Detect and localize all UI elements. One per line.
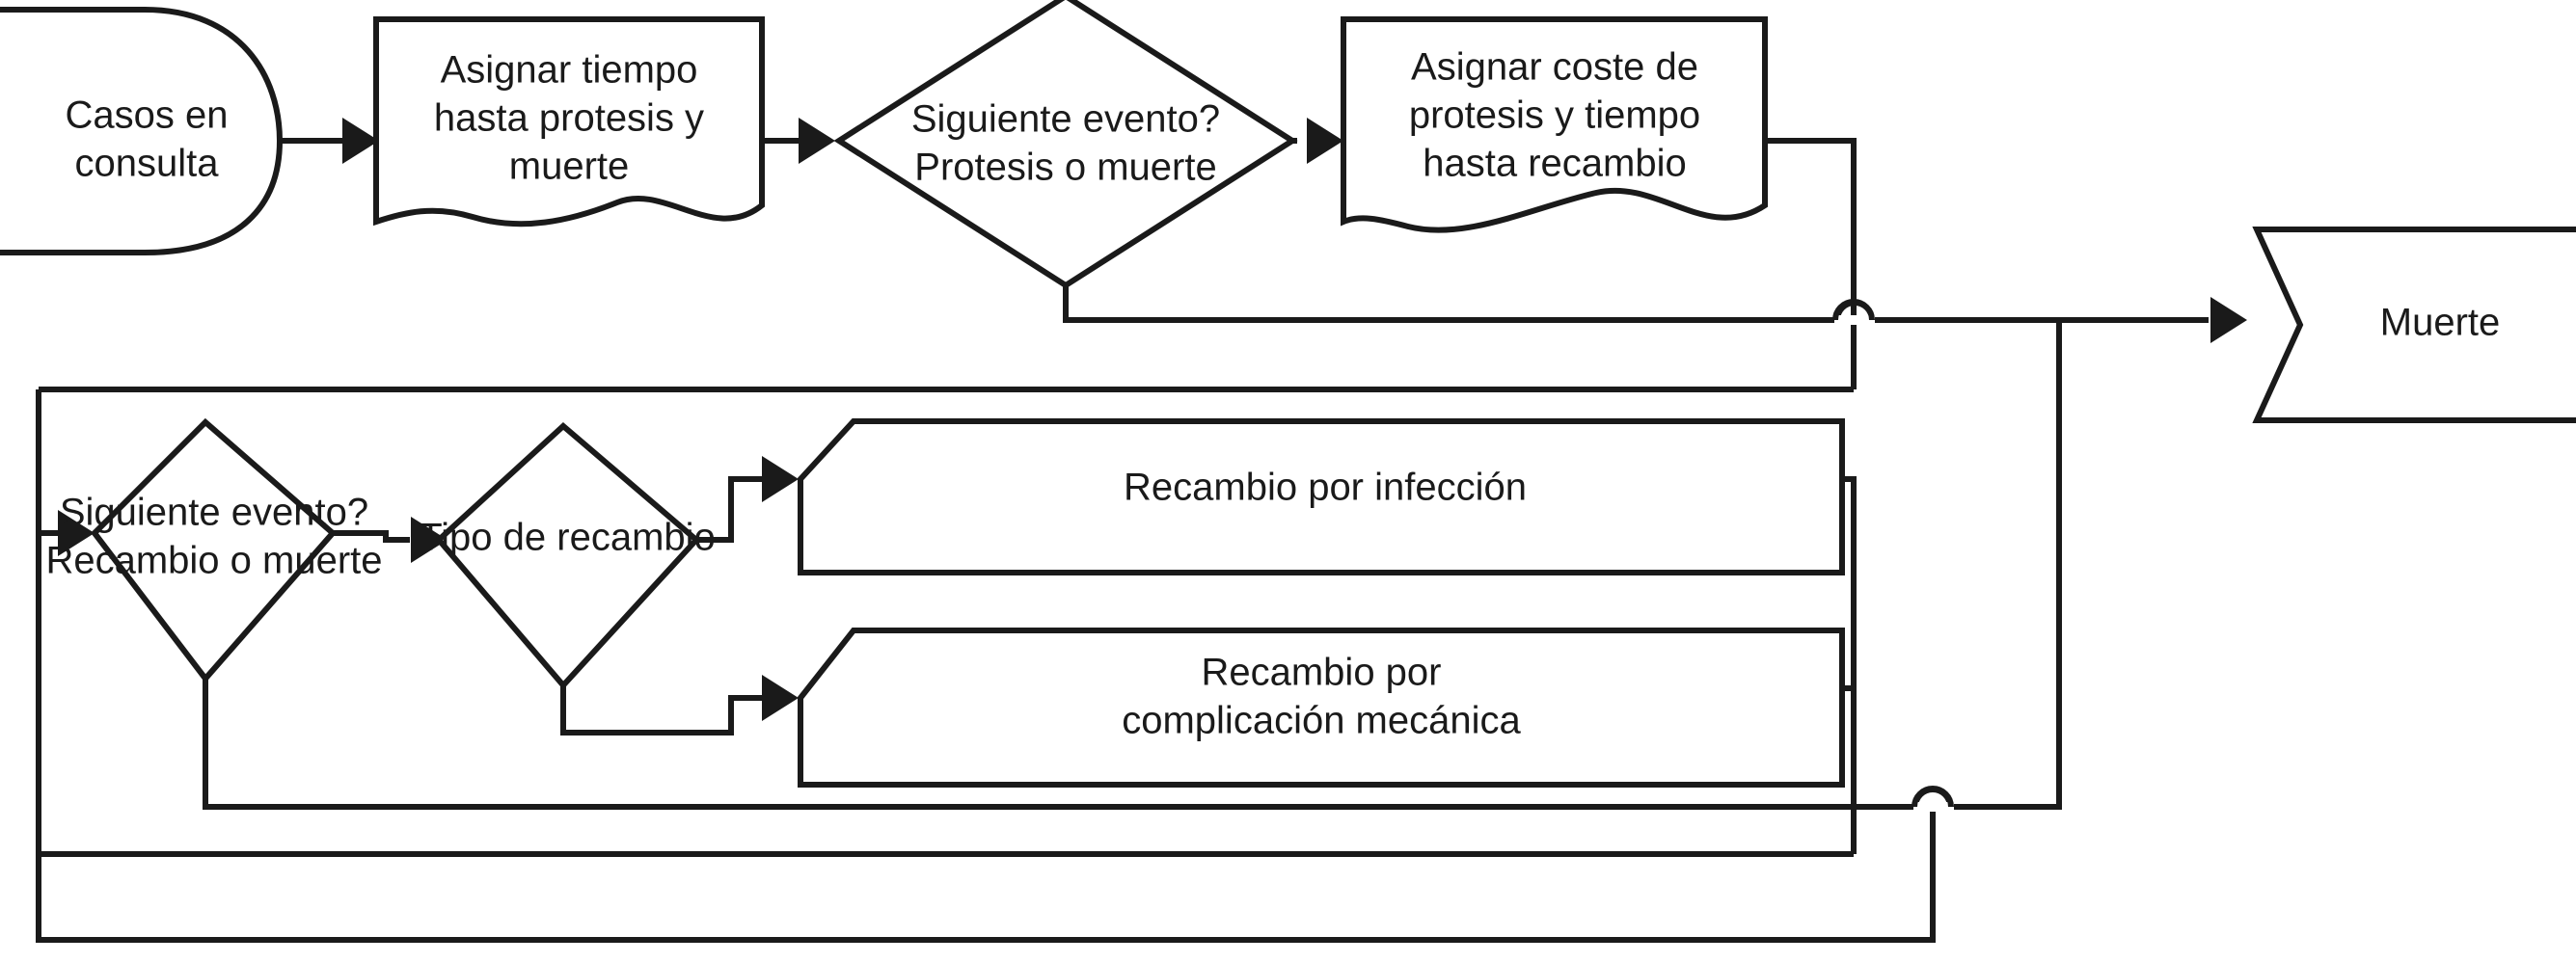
muerte-label: Muerte (2380, 302, 2501, 344)
node-tipo-de-recambio[interactable]: Tipo de recambio (419, 421, 716, 690)
asignar-tiempo-label-line-1: Asignar tiempo (441, 49, 698, 92)
edge-outer-bottom-loop (36, 807, 1936, 943)
arrowhead-e8 (762, 456, 799, 502)
edge-decision1-to-muerte (1063, 285, 1843, 323)
edge-asignar-coste-down (1765, 138, 1857, 389)
siguiente-evento-protesis-outline (833, 0, 1298, 289)
asignar-coste-label-line-1: Asignar coste de (1411, 46, 1698, 89)
arrowhead-e9 (762, 675, 799, 721)
shape-layer: Casos en consulta Asignar tiempo hasta p… (0, 0, 2576, 788)
node-muerte[interactable]: Muerte (2252, 227, 2576, 423)
muerte-outline (2252, 227, 2576, 423)
asignar-tiempo-label-line-2: hasta protesis y (434, 97, 704, 140)
edge-tipo-to-mecanica (560, 685, 772, 736)
asignar-coste-label-line-2: protesis y tiempo (1409, 94, 1700, 137)
recambio-mecanica-outline (798, 628, 1845, 788)
arrowhead-e1 (342, 118, 379, 164)
recambio-infeccion-outline (798, 418, 1845, 575)
node-asignar-tiempo[interactable]: Asignar tiempo hasta protesis y muerte (373, 16, 765, 227)
node-casos-en-consulta[interactable]: Casos en consulta (0, 7, 284, 255)
tipo-de-recambio-label: Tipo de recambio (419, 517, 716, 559)
siguiente-evento-protesis-label-line-1: Siguiente evento? (911, 98, 1220, 141)
connector-layer (36, 118, 2247, 943)
hop-top-arc (1832, 299, 1875, 321)
casos-en-consulta-label-line-2: consulta (75, 143, 220, 185)
asignar-coste-outline (1341, 16, 1768, 233)
arrowhead-e2 (799, 118, 835, 164)
edge-decision2-to-tipo (333, 530, 410, 543)
edge-decision2-to-muerte (203, 679, 1927, 810)
tipo-de-recambio-outline (434, 421, 701, 690)
asignar-tiempo-outline (373, 16, 765, 227)
siguiente-evento-recambio-outline (91, 417, 338, 683)
node-siguiente-evento-recambio[interactable]: Siguiente evento? Recambio o muerte (45, 417, 383, 683)
casos-en-consulta-label-line-1: Casos en (66, 94, 229, 137)
siguiente-evento-recambio-label-line-1: Siguiente evento? (60, 492, 368, 534)
recambio-infeccion-label: Recambio por infección (1124, 467, 1527, 509)
edge-tipo-to-infeccion (696, 476, 772, 543)
edge-decision2-muerte-up (1950, 320, 2062, 810)
arrowhead-e5 (58, 510, 95, 556)
arrowhead-e6 (411, 517, 447, 563)
hop-bottom-arc (1912, 786, 1954, 808)
asignar-tiempo-label-line-3: muerte (509, 146, 630, 188)
arrowhead-e3 (1307, 118, 1343, 164)
siguiente-evento-recambio-label-line-2: Recambio o muerte (45, 540, 382, 582)
arrowhead-e4 (2210, 297, 2247, 343)
siguiente-evento-protesis-label-line-2: Protesis o muerte (914, 147, 1216, 189)
recambio-mecanica-label-line-1: Recambio por (1201, 652, 1441, 694)
asignar-coste-label-line-3: hasta recambio (1423, 143, 1686, 185)
node-asignar-coste[interactable]: Asignar coste de protesis y tiempo hasta… (1341, 16, 1768, 233)
node-siguiente-evento-protesis[interactable]: Siguiente evento? Protesis o muerte (833, 0, 1298, 289)
recambio-mecanica-label-line-2: complicación mecánica (1122, 700, 1521, 742)
line-hop-layer (1832, 299, 1954, 812)
node-recambio-mecanica[interactable]: Recambio por complicación mecánica (798, 628, 1845, 788)
casos-en-consulta-outline (0, 7, 284, 255)
node-recambio-infeccion[interactable]: Recambio por infección (798, 418, 1845, 575)
